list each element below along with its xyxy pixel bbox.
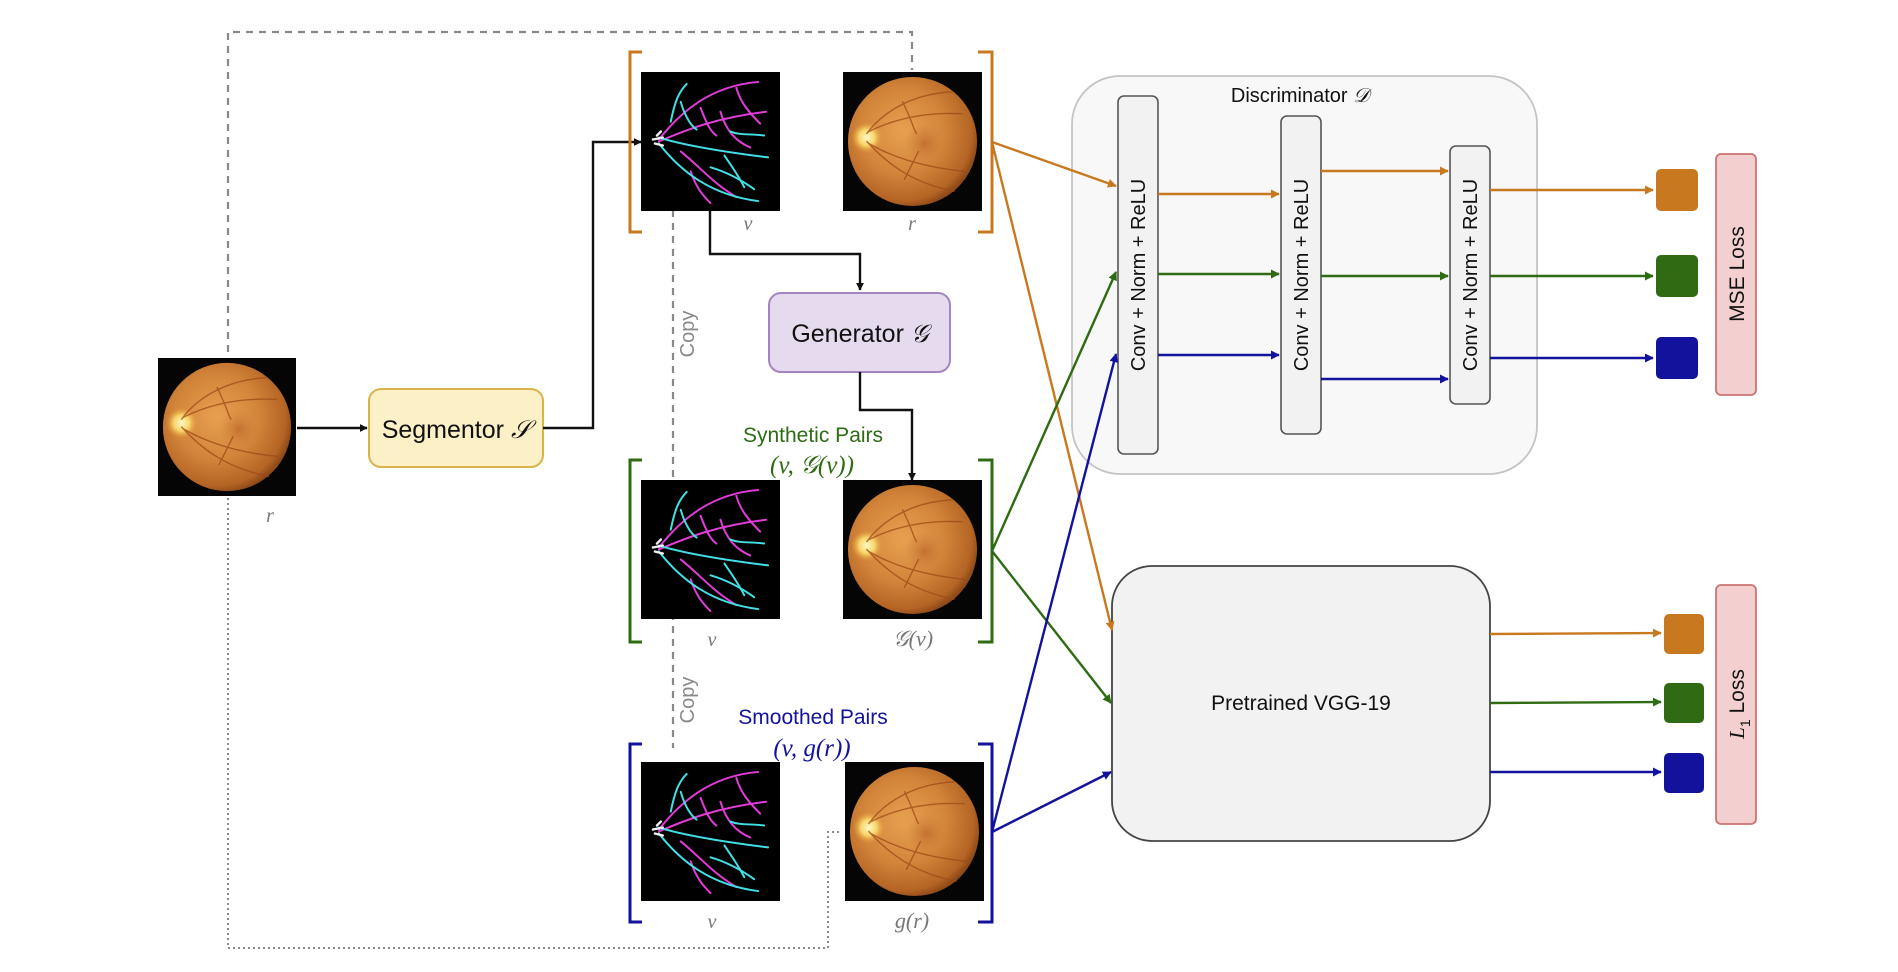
svg-text:Segmentor 𝒮: Segmentor 𝒮: [382, 416, 537, 444]
vgg-label: Pretrained VGG-19: [1211, 692, 1391, 715]
smoothed-v-label: v: [708, 911, 717, 933]
svg-text:MSE Loss: MSE Loss: [1726, 226, 1749, 322]
disc-output-green: [1656, 255, 1698, 297]
discriminator-title: Discriminator: [1231, 85, 1353, 107]
disc-output-blue: [1656, 337, 1698, 379]
synthetic-fundus-image: [843, 480, 982, 619]
disc-output-orange: [1656, 169, 1698, 211]
l1-loss-text: Loss: [1726, 669, 1749, 719]
input-r-label: r: [266, 505, 274, 527]
svg-text:Conv + Norm + ReLU: Conv + Norm + ReLU: [1128, 179, 1150, 371]
svg-text:Conv + Norm + ReLU: Conv + Norm + ReLU: [1460, 179, 1482, 371]
copy-dashed-top-line: [226, 30, 914, 352]
synthetic-pairs-title: Synthetic Pairs: [743, 424, 883, 447]
discriminator-outputs: [1656, 169, 1698, 379]
smoothed-gr-label: g(r): [895, 908, 929, 933]
conv-block-1: Conv + Norm + ReLU: [1117, 95, 1159, 455]
smoothed-to-vgg-arrow: [991, 770, 1112, 834]
svg-text:Conv + Norm + ReLU: Conv + Norm + ReLU: [1291, 179, 1313, 371]
smoothed-vessel-image: [641, 762, 780, 901]
discriminator-symbol: 𝒟: [1353, 85, 1373, 107]
synthetic-v-label: v: [708, 629, 717, 651]
synthetic-gv-label: 𝒢(v): [893, 626, 933, 651]
copy-dotted-bottom-line: [227, 498, 842, 949]
real-vessel-image: [641, 72, 780, 211]
smoothed-pair-brackets: [628, 742, 994, 924]
svg-text:Discriminator 𝒟: Discriminator 𝒟: [1231, 85, 1373, 107]
copy-bottom-label: Copy: [677, 677, 699, 724]
vgg-output-arrows: [1489, 628, 1662, 777]
svg-text:Generator 𝒢: Generator 𝒢: [791, 320, 933, 348]
input-fundus-image: [157, 358, 297, 496]
segmentor-label: Segmentor: [382, 416, 511, 444]
vgg-output-orange: [1664, 614, 1704, 654]
real-fundus-image: [843, 72, 982, 211]
segmentor-block: Segmentor 𝒮: [368, 388, 544, 468]
copy-connector-lines: [226, 30, 914, 949]
arrow-segmentor-to-vessel: [543, 138, 642, 430]
conv-block-2: Conv + Norm + ReLU: [1280, 115, 1322, 435]
arrow-generator-to-synthetic: [858, 372, 916, 481]
l1-loss-subscript: 1: [1737, 719, 1753, 727]
real-v-label: v: [744, 213, 753, 235]
mse-loss-block: MSE Loss: [1715, 153, 1757, 396]
generator-label: Generator: [791, 320, 911, 348]
vgg-output-blue: [1664, 753, 1704, 793]
real-to-discriminator-arrow: [991, 140, 1117, 188]
vgg-block: Pretrained VGG-19: [1111, 565, 1491, 842]
arrow-vessel-to-generator: [708, 211, 864, 291]
generator-symbol: 𝒢: [911, 321, 933, 348]
pair-to-network-arrows: [990, 140, 1119, 834]
smoothed-pairs-title: Smoothed Pairs: [738, 706, 887, 729]
smoothed-pairs-formula: (v, g(r)): [773, 735, 850, 762]
synthetic-to-vgg-arrow: [991, 550, 1112, 704]
vgg-output-green: [1664, 683, 1704, 723]
copy-top-label: Copy: [677, 311, 699, 358]
discriminator-internal-arrows: [1158, 166, 1654, 384]
real-r-label: r: [908, 213, 916, 235]
smoothed-fundus-image: [845, 762, 984, 901]
l1-loss-block: L1 Loss: [1715, 584, 1757, 825]
synthetic-vessel-image: [641, 480, 780, 619]
smoothed-to-discriminator-arrow: [990, 353, 1119, 833]
synthetic-to-discriminator-arrow: [990, 271, 1118, 552]
synthetic-pairs-formula: (v, 𝒢(v)): [770, 452, 854, 479]
conv-block-3: Conv + Norm + ReLU: [1449, 145, 1491, 405]
real-to-vgg-arrow: [990, 141, 1115, 631]
vgg-outputs: [1664, 614, 1704, 793]
generator-block: Generator 𝒢: [768, 292, 951, 373]
svg-text:L1 Loss: L1 Loss: [1725, 669, 1753, 740]
l1-loss-L: L: [1725, 727, 1749, 740]
